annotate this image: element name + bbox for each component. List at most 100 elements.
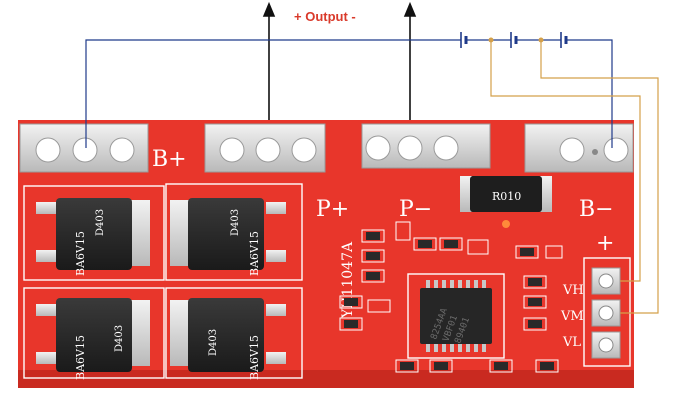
smd <box>467 239 489 255</box>
wire-vh <box>490 40 641 282</box>
smd <box>515 245 539 259</box>
pin <box>450 280 454 288</box>
terminal-holes <box>35 135 629 163</box>
smd <box>535 359 559 373</box>
lead <box>266 202 286 214</box>
pcb-shadow <box>18 370 634 388</box>
pin <box>426 280 430 288</box>
smd <box>523 275 547 289</box>
pin <box>482 280 486 288</box>
pin <box>442 280 446 288</box>
mosfet-area-outline <box>23 183 303 379</box>
mosfet-3: D403 BA6V15 <box>36 298 150 380</box>
pin <box>426 344 430 352</box>
mosfet-part: BA6V15 <box>248 335 261 380</box>
smd-components <box>339 221 563 373</box>
pin <box>474 344 478 352</box>
part <box>344 298 358 306</box>
label-bminus: B− <box>579 197 614 222</box>
tab <box>128 200 150 266</box>
resistor-lead-right <box>540 176 552 212</box>
pin <box>434 344 438 352</box>
smd <box>367 299 391 313</box>
output-title: + Output - <box>294 9 356 24</box>
resistor-body <box>470 176 542 212</box>
led <box>502 220 510 228</box>
smd-parts-filled <box>344 232 554 370</box>
smd <box>339 295 363 309</box>
part <box>520 248 534 256</box>
mosfet-code: D403 <box>114 325 125 352</box>
outline <box>23 287 165 379</box>
ic-outline <box>407 273 505 359</box>
part <box>418 240 432 248</box>
ic-pins-bottom <box>426 344 486 352</box>
hole <box>255 137 281 163</box>
part <box>400 362 414 370</box>
lead <box>266 250 286 262</box>
label-bplus: B+ <box>152 147 187 172</box>
pin <box>450 344 454 352</box>
mosfet-body <box>56 298 132 372</box>
pin <box>442 344 446 352</box>
pin <box>458 344 462 352</box>
output-positive-arrowhead <box>262 1 276 17</box>
hole <box>35 137 61 163</box>
hole <box>397 135 423 161</box>
ic-pins-top <box>426 280 486 288</box>
part <box>366 272 380 280</box>
hole <box>433 135 459 161</box>
sense-label-vh: VH <box>562 283 584 298</box>
mosfet-code: D403 <box>95 209 106 236</box>
wire-bminus <box>566 39 613 148</box>
hole <box>559 137 585 163</box>
model-number: YH11047A <box>340 241 356 319</box>
part <box>528 278 542 286</box>
mosfet-part: BA6V15 <box>248 231 261 276</box>
bms-ic: 8254AA VBF01 89401 <box>407 273 505 359</box>
resistor-label: R010 <box>492 190 521 203</box>
wire-vm <box>540 40 659 314</box>
smd <box>489 359 513 373</box>
tab <box>170 300 192 366</box>
part <box>366 252 380 260</box>
mosfet-body <box>188 298 264 372</box>
pin <box>474 280 478 288</box>
pin <box>466 344 470 352</box>
mosfet-1: D403 BA6V15 <box>36 198 150 276</box>
hole <box>109 137 135 163</box>
label-pplus: P+ <box>316 197 349 222</box>
pin <box>458 280 462 288</box>
pin <box>434 280 438 288</box>
smd <box>339 317 363 331</box>
tab <box>128 300 150 366</box>
smd <box>361 269 385 283</box>
hole <box>219 137 245 163</box>
mosfet-part: BA6V15 <box>74 231 87 276</box>
smd <box>361 249 385 263</box>
lead <box>266 352 286 364</box>
wire-bplus <box>85 39 461 148</box>
hole <box>603 137 629 163</box>
sense-label-vm: VM <box>560 309 584 324</box>
junction <box>488 37 494 43</box>
mosfet-4: D403 BA6V15 <box>170 298 286 380</box>
lead <box>36 304 56 316</box>
output-negative-arrowhead <box>403 1 417 17</box>
part <box>540 362 554 370</box>
lead <box>36 202 56 214</box>
smd <box>395 359 419 373</box>
sense-wires <box>490 40 659 314</box>
resistor-lead-left <box>460 176 472 212</box>
mosfet-code: D403 <box>230 209 241 236</box>
terminal-pads <box>19 123 634 173</box>
sense-hole-vm <box>598 305 614 321</box>
part <box>344 320 358 328</box>
pin <box>482 344 486 352</box>
mosfet-body <box>56 198 132 270</box>
part <box>528 298 542 306</box>
smd <box>395 221 411 241</box>
outline <box>165 287 303 379</box>
